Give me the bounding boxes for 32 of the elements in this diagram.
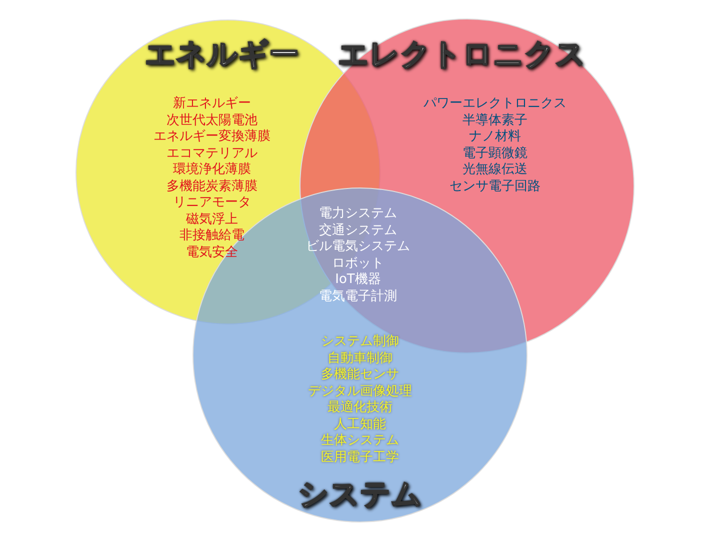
topic-label: デジタル画像処理 <box>308 384 412 400</box>
topic-label: センサ電子回路 <box>450 178 540 195</box>
topic-label: ロボット <box>332 256 384 272</box>
topic-label: 光無線伝送 <box>462 162 528 178</box>
topic-label: 環境浄化薄膜 <box>173 162 251 178</box>
topic-label: 電気電子計測 <box>319 288 397 305</box>
topic-label: ビル電気システム <box>306 239 410 256</box>
topic-label: 磁気浮上 <box>186 212 238 228</box>
topic-label: 医用電子工学 <box>321 450 399 466</box>
topic-label: 最適化技術 <box>328 400 392 416</box>
circle-heading: エネルギー <box>145 36 299 74</box>
topic-label: システム制御 <box>321 334 399 350</box>
topic-label: 多機能センサ <box>321 367 399 384</box>
circle-heading: システム <box>298 476 422 514</box>
topic-label: 電力システム <box>319 206 397 222</box>
topic-label: 電子顕微鏡 <box>462 146 528 162</box>
topic-label: 次世代太陽電池 <box>166 112 258 129</box>
topic-label: 電気安全 <box>186 244 238 261</box>
topic-label: パワーエレクトロニクス <box>424 96 566 112</box>
topic-label: ナノ材料 <box>469 129 521 146</box>
topic-label: 非接触給電 <box>180 228 244 244</box>
topic-label: 多機能炭素薄膜 <box>166 178 258 195</box>
topic-label: IoT機器 <box>335 272 381 288</box>
topic-label: 半導体素子 <box>462 112 528 129</box>
topic-label: 生体システム <box>321 433 399 450</box>
topic-label: 新エネルギー <box>173 96 251 112</box>
topic-label: リニアモータ <box>173 195 251 212</box>
topic-label: 人工知能 <box>334 416 386 433</box>
topic-label: 交通システム <box>319 222 397 239</box>
topic-label: エコマテリアル <box>166 146 258 162</box>
topic-label: エネルギー変換薄膜 <box>154 129 270 146</box>
topic-label: 自動車制御 <box>328 350 392 367</box>
